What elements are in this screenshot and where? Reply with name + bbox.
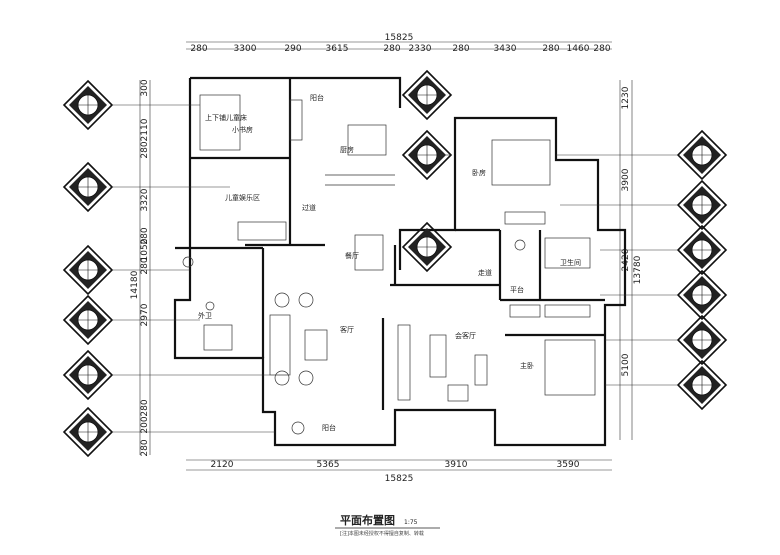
dimension-bottom-segment: 3590 (557, 460, 580, 470)
dimension-right-segment: 5100 (621, 353, 631, 376)
dimension-left-segment: 280 (140, 257, 150, 274)
elevation-marker-icon (401, 69, 453, 121)
elevation-marker-icon (401, 129, 453, 181)
dimension-top-segment: 280 (452, 44, 469, 54)
dimension-top-segment: 280 (383, 44, 400, 54)
elevation-marker-icon (676, 179, 728, 231)
dimension-top-segment: 280 (542, 44, 559, 54)
room-label-master: 主卧 (520, 361, 534, 370)
elevation-marker-icon (676, 269, 728, 321)
title-block: 平面布置图 1:75 [注]本图未经授权不得擅自复制、转载 (335, 513, 440, 537)
dimension-lines (139, 41, 633, 471)
dimension-top-segment: 290 (284, 44, 301, 54)
dimension-top-total: 15825 (385, 33, 414, 43)
elevation-marker-icon (401, 221, 453, 273)
drawing-scale: 1:75 (404, 519, 418, 526)
room-label-dining: 餐厅 (345, 251, 359, 260)
dimension-right-segment: 3900 (621, 168, 631, 191)
elevation-marker-icon (62, 294, 114, 346)
elevation-marker-icon (676, 359, 728, 411)
dimension-left-segment: 280 (140, 227, 150, 244)
elevation-marker-icon (676, 224, 728, 276)
dimension-left-segment: 200 (140, 416, 150, 433)
dimension-right-total: 13780 (633, 255, 643, 284)
dimension-left-segment: 280 (140, 141, 150, 158)
dimension-bottom-total: 15825 (385, 474, 414, 484)
walls (173, 76, 627, 447)
room-label-guest-wc: 外卫 (198, 311, 212, 320)
room-labels: 上下铺儿童床 小书房 儿童娱乐区 阳台 厨房 过道 餐厅 卧房 卫生间 走道 平… (198, 93, 581, 432)
dimension-top-segment: 280 (190, 44, 207, 54)
room-label-corridor: 走道 (478, 268, 492, 277)
elevation-marker-icon (62, 349, 114, 401)
elevation-marker-icon (62, 161, 114, 213)
room-label-balcony-top: 阳台 (310, 93, 324, 102)
dimension-left-segment: 280 (140, 439, 150, 456)
dimension-left-segment: 3320 (140, 188, 150, 211)
drawing-title: 平面布置图 (340, 513, 395, 527)
drawing-subtitle: [注]本图未经授权不得擅自复制、转载 (340, 530, 424, 537)
elevation-marker-icon (676, 314, 728, 366)
dimension-top-segment: 3615 (326, 44, 349, 54)
dimension-top-segment: 3430 (494, 44, 517, 54)
room-label-study: 小书房 (232, 125, 253, 134)
room-label-lounge: 会客厅 (455, 331, 476, 340)
dimension-bottom-segment: 2120 (211, 460, 234, 470)
elevation-marker-icon (62, 79, 114, 131)
dimension-left-segment: 280 (140, 399, 150, 416)
dimension-right-segment: 1230 (621, 86, 631, 109)
dimension-top-segment: 3300 (234, 44, 257, 54)
room-label-walkway: 过道 (302, 203, 316, 212)
dimension-bottom-segment: 5365 (317, 460, 340, 470)
dimension-top-segment: 1460 (567, 44, 590, 54)
room-label-living: 客厅 (340, 325, 354, 334)
elevation-marker-icon (62, 244, 114, 296)
furniture (182, 94, 596, 435)
dimension-top-segment: 2330 (409, 44, 432, 54)
dimension-left-segment: 2970 (140, 303, 150, 326)
room-label-kids-play: 儿童娱乐区 (225, 193, 260, 202)
dimension-left-total: 14180 (130, 270, 140, 299)
dimension-bottom-segment: 3910 (445, 460, 468, 470)
room-label-bunk: 上下铺儿童床 (205, 113, 247, 122)
dimension-top-segment: 280 (593, 44, 610, 54)
elevation-marker-icon (62, 406, 114, 458)
room-label-platform: 平台 (510, 285, 524, 294)
room-label-terrace: 阳台 (322, 423, 336, 432)
room-label-bedroom: 卧房 (472, 168, 486, 177)
room-label-bath: 卫生间 (560, 258, 581, 267)
elevation-symbols (62, 69, 728, 458)
dimension-left-segment: 2110 (140, 118, 150, 141)
elevation-marker-icon (676, 129, 728, 181)
room-label-kitchen: 厨房 (340, 145, 354, 154)
dimension-left-segment: 300 (140, 79, 150, 96)
dimension-left-segment: 1050 (140, 238, 150, 261)
